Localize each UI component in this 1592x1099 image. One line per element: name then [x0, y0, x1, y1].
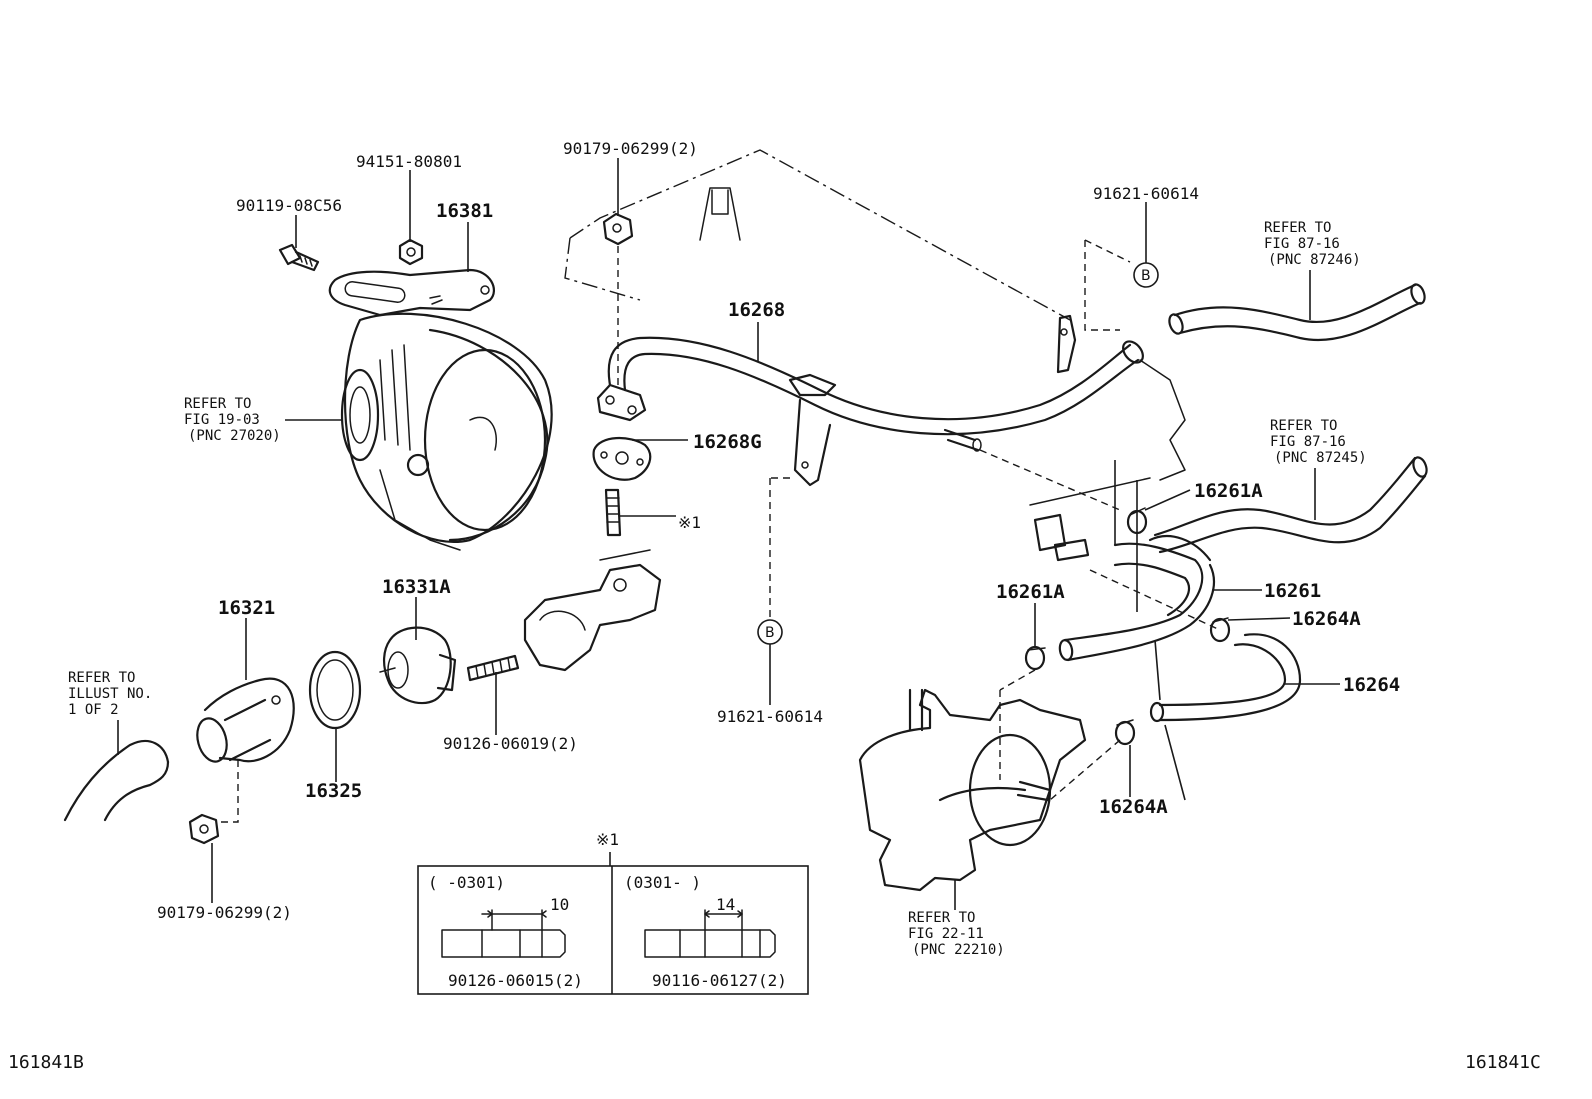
clamp-16261a-mid — [1024, 645, 1046, 671]
label-16268g: 16268G — [693, 431, 762, 453]
svg-text:FIG 87-16: FIG 87-16 — [1270, 434, 1346, 450]
water-inlet-16321 — [196, 677, 295, 763]
hose-16261 — [1058, 535, 1215, 662]
label-16325: 16325 — [305, 780, 362, 802]
label-90179-06299-top: 90179-06299(2) — [563, 139, 698, 158]
stud-star1 — [604, 488, 622, 537]
ref-alternator: REFER TO FIG 19-03 (PNC 27020) — [184, 396, 281, 444]
hose-87246 — [1168, 283, 1426, 342]
label-16261a-top: 16261A — [1194, 480, 1263, 502]
label-16264a-right: 16264A — [1292, 608, 1361, 630]
svg-text:REFER TO: REFER TO — [184, 396, 251, 412]
detail-right-dim: 14 — [716, 895, 735, 914]
svg-text:1 OF 2: 1 OF 2 — [68, 702, 119, 718]
detail-right-part: 90116-06127(2) — [652, 971, 787, 990]
gasket-16268g — [592, 436, 652, 481]
detail-left-dim: 10 — [550, 895, 569, 914]
water-pipe-16268 — [596, 314, 1144, 487]
ref-hose-87246: REFER TO FIG 87-16 (PNC 87246) — [1264, 220, 1361, 268]
detail-box-title: ※1 — [596, 830, 619, 849]
thermostat-16331a — [379, 626, 457, 705]
clamp-16264a-bottom — [1114, 719, 1136, 746]
fittings — [1033, 513, 1090, 562]
svg-text:(PNC 87245): (PNC 87245) — [1274, 450, 1367, 466]
label-16268: 16268 — [728, 299, 785, 321]
circle-b-bottom: B — [757, 619, 783, 645]
svg-text:REFER TO: REFER TO — [1270, 418, 1337, 434]
nut-94151 — [398, 238, 424, 266]
svg-text:REFER TO: REFER TO — [1264, 220, 1331, 236]
thermostat-housing — [523, 549, 662, 672]
label-16264a-bottom: 16264A — [1099, 796, 1168, 818]
label-90126-06019: 90126-06019(2) — [443, 734, 578, 753]
svg-text:(PNC 27020): (PNC 27020) — [188, 428, 281, 444]
label-16261: 16261 — [1264, 580, 1321, 602]
svg-text:FIG 19-03: FIG 19-03 — [184, 412, 260, 428]
svg-text:REFER TO: REFER TO — [68, 670, 135, 686]
svg-text:FIG 87-16: FIG 87-16 — [1264, 236, 1340, 252]
detail-left-part: 90126-06015(2) — [448, 971, 583, 990]
detail-box: ※1 ( -0301) 10 90126-06015(2) (0301- ) 1… — [417, 830, 809, 995]
ref-injection-pump: REFER TO FIG 22-11 (PNC 22210) — [908, 910, 1005, 958]
label-leaders — [117, 158, 1340, 910]
injection-pump — [858, 688, 1087, 892]
ref-illust: REFER TO ILLUST NO. 1 OF 2 — [68, 670, 152, 718]
alternator — [340, 312, 553, 551]
svg-text:(PNC 22210): (PNC 22210) — [912, 942, 1005, 958]
svg-text:B: B — [1141, 268, 1151, 284]
label-16381: 16381 — [436, 200, 493, 222]
label-16261a-mid: 16261A — [996, 581, 1065, 603]
svg-text:(PNC 87246): (PNC 87246) — [1268, 252, 1361, 268]
clamp-16264a-right — [1209, 617, 1231, 643]
bracket-16381 — [328, 268, 495, 317]
svg-text:ILLUST NO.: ILLUST NO. — [68, 686, 152, 702]
gasket-16325 — [308, 650, 362, 730]
label-90179-06299-bottom: 90179-06299(2) — [157, 903, 292, 922]
hose-illust-ref — [63, 739, 170, 822]
footer-left-code: 161841B — [8, 1052, 84, 1073]
engine-outline — [564, 149, 1186, 506]
label-94151-80801: 94151-80801 — [356, 152, 462, 171]
svg-text:REFER TO: REFER TO — [908, 910, 975, 926]
bolt-90119 — [278, 243, 320, 272]
circle-b-top: B — [1133, 262, 1159, 288]
svg-text:B: B — [765, 625, 775, 641]
svg-text:FIG 22-11: FIG 22-11 — [908, 926, 984, 942]
part-labels: 94151-80801 90119-08C56 16381 90179-0629… — [157, 139, 1400, 922]
label-90119-08c56: 90119-08C56 — [236, 196, 342, 215]
guide-lines — [218, 239, 1221, 823]
label-91621-60614-top: 91621-60614 — [1093, 184, 1199, 203]
stud-90126-06019 — [466, 654, 520, 682]
nut-90179-bottom — [188, 813, 220, 845]
nut-90179-top — [602, 212, 634, 246]
label-16321: 16321 — [218, 597, 275, 619]
label-star1: ※1 — [678, 513, 701, 532]
detail-right-range: (0301- ) — [624, 873, 701, 892]
hose-87245 — [1153, 456, 1428, 554]
label-16331a: 16331A — [382, 576, 451, 598]
detail-left-range: ( -0301) — [428, 873, 505, 892]
label-16264: 16264 — [1343, 674, 1400, 696]
ref-hose-87245: REFER TO FIG 87-16 (PNC 87245) — [1270, 418, 1367, 466]
label-91621-60614-bottom: 91621-60614 — [717, 707, 823, 726]
footer-right-code: 161841C — [1465, 1052, 1541, 1073]
hose-16264 — [1149, 633, 1302, 723]
